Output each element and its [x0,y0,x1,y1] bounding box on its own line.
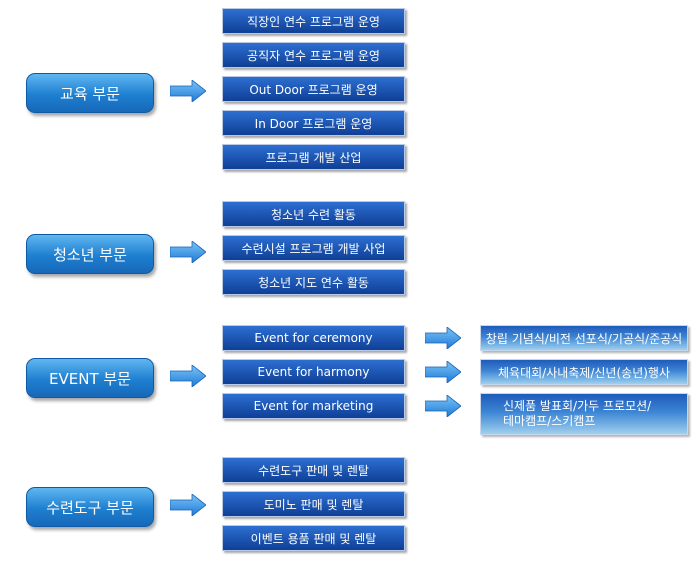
equipment-item: 이벤트 용품 판매 및 렌탈 [222,525,405,551]
event-detail: 창립 기념식/비전 선포식/기공식/준공식 [480,325,688,351]
youth-item: 청소년 수련 활동 [222,201,405,227]
event-detail-text: 테마캠프/스키캠프 [503,414,596,428]
event-detail-text: 신제품 발표회/가두 프로모션/ [503,399,652,413]
department-training-equipment: 수련도구 부문 [26,487,154,527]
event-detail-text: 체육대회/사내축제/신년(송년)행사 [497,365,670,380]
arrow-right-icon [170,241,206,263]
arrow-right-icon [425,327,461,349]
arrow-right-icon [425,361,461,383]
department-youth: 청소년 부문 [26,234,154,274]
event-item: Event for harmony [222,359,405,385]
youth-item: 수련시설 프로그램 개발 사업 [222,235,405,261]
equipment-item: 도미노 판매 및 렌탈 [222,491,405,517]
event-item: Event for marketing [222,393,405,419]
education-item: 프로그램 개발 산업 [222,144,405,170]
event-detail: 신제품 발표회/가두 프로모션/ 테마캠프/스키캠프 [480,393,688,435]
event-detail-text: 창립 기념식/비전 선포식/기공식/준공식 [485,331,683,346]
equipment-item: 수련도구 판매 및 렌탈 [222,457,405,483]
arrow-right-icon [425,395,461,417]
department-event: EVENT 부문 [26,358,154,398]
arrow-right-icon [170,80,206,102]
education-item: 직장인 연수 프로그램 운영 [222,8,405,34]
event-detail: 체육대회/사내축제/신년(송년)행사 [480,359,688,385]
department-education: 교육 부문 [26,73,154,113]
education-item: In Door 프로그램 운영 [222,110,405,136]
arrow-right-icon [170,365,206,387]
education-item: 공직자 연수 프로그램 운영 [222,42,405,68]
youth-item: 청소년 지도 연수 활동 [222,269,405,295]
event-item: Event for ceremony [222,325,405,351]
arrow-right-icon [170,494,206,516]
education-item: Out Door 프로그램 운영 [222,76,405,102]
